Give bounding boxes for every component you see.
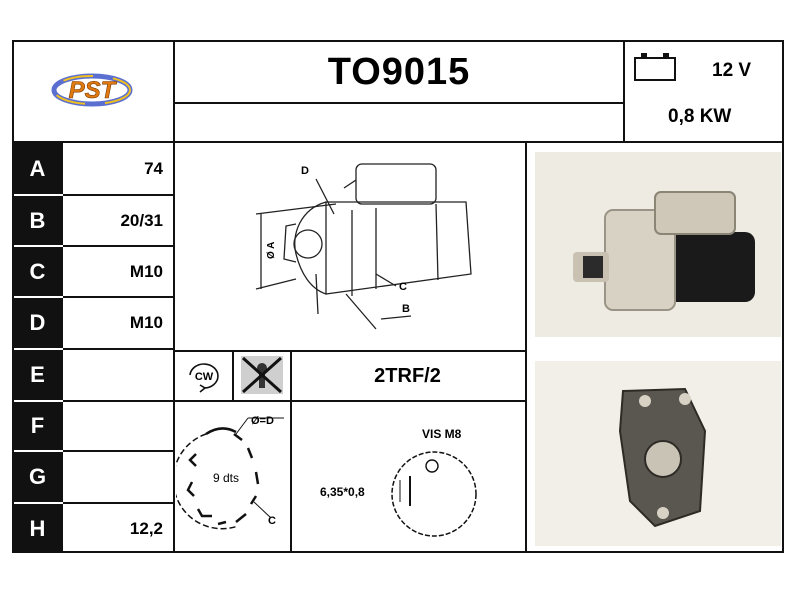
row-value-e — [63, 350, 173, 400]
voltage-value: 12 V — [712, 60, 752, 81]
row-value-f — [63, 402, 173, 450]
battery-icon — [633, 50, 677, 82]
power-value: 0,8 KW — [668, 106, 732, 127]
svg-text:CW: CW — [195, 371, 214, 383]
divider — [173, 350, 526, 352]
divider — [63, 296, 174, 298]
divider — [173, 102, 623, 104]
row-value-c: M10 — [129, 261, 163, 281]
row-label-h: H — [12, 504, 63, 553]
divider — [63, 400, 174, 402]
svg-text:Ø A: Ø A — [266, 242, 277, 259]
svg-text:B: B — [402, 303, 410, 315]
row-value-d: M10 — [129, 313, 163, 332]
no-disassembly-icon — [238, 354, 286, 396]
starter-photo-side — [535, 152, 781, 337]
row-value-a: 74 — [144, 158, 163, 178]
svg-text:9 dts: 9 dts — [213, 471, 239, 485]
row-label-f: F — [12, 402, 63, 450]
row-label-d: D — [12, 298, 63, 348]
gear-drawing: 9 dts Ø=D C — [172, 404, 288, 550]
divider — [63, 450, 174, 452]
mounting-drawing: VIS M8 6,35*0,8 — [292, 404, 524, 550]
divider — [232, 350, 234, 400]
row-value-h: 12,2 — [129, 518, 163, 538]
divider — [12, 141, 784, 143]
divider — [63, 502, 174, 504]
divider — [290, 350, 292, 553]
row-label-b: B — [12, 196, 63, 245]
row-label-g: G — [12, 452, 63, 502]
pinion-code: 2TRF/2 — [374, 364, 441, 387]
rotation-cw-icon: CW — [180, 355, 228, 395]
starter-drawing: D C B Ø A — [176, 144, 522, 348]
svg-text:C: C — [268, 515, 276, 527]
row-value-g — [63, 452, 173, 502]
divider — [173, 400, 526, 402]
svg-text:Ø=D: Ø=D — [251, 415, 274, 427]
svg-text:D: D — [301, 165, 309, 177]
pst-logo: PST — [45, 62, 140, 117]
divider — [623, 40, 625, 142]
svg-text:6,35*0,8: 6,35*0,8 — [320, 485, 365, 499]
row-label-e: E — [12, 350, 63, 400]
divider — [63, 348, 174, 350]
divider — [63, 194, 174, 196]
divider — [63, 245, 174, 247]
row-label-a: A — [12, 143, 63, 194]
svg-text:C: C — [399, 281, 407, 293]
starter-photo-front — [535, 361, 781, 546]
divider — [525, 141, 527, 553]
svg-text:VIS M8: VIS M8 — [422, 427, 462, 441]
row-label-c: C — [12, 247, 63, 296]
page-title: TO9015 — [327, 50, 471, 93]
row-value-b: 20/31 — [120, 210, 163, 230]
svg-text:PST: PST — [69, 77, 118, 104]
